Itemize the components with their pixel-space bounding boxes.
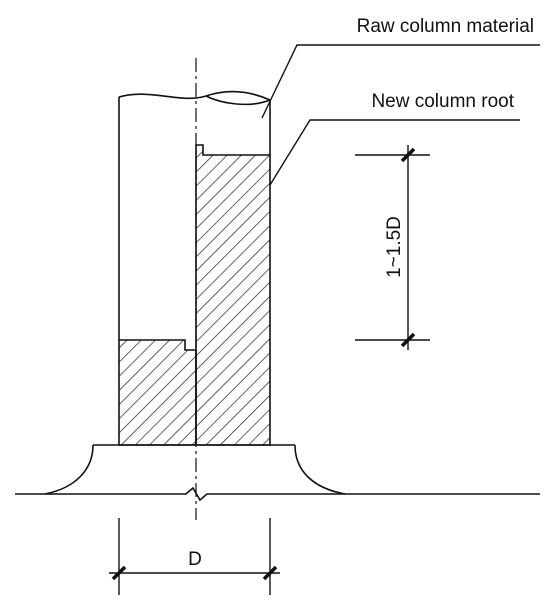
plinth-right-flare [294, 444, 346, 495]
width-dimension-label: D [188, 549, 202, 570]
raw-stub-hatched-block [118, 339, 197, 446]
raw-material-leader [261, 44, 540, 119]
height-dimension-label: 1~1.5D [384, 216, 405, 278]
width-tick-right [262, 565, 278, 581]
new-column-root [195, 144, 271, 446]
height-tick-bottom [400, 332, 416, 348]
ground-surface-line [15, 486, 540, 502]
width-tick-left [111, 565, 127, 581]
callout-leaders [261, 44, 540, 186]
raw-material-label: Raw column material [357, 16, 534, 37]
width-dimension [109, 518, 280, 595]
new-root-leader [269, 119, 520, 186]
plinth-left-flare [44, 444, 94, 495]
height-dimension [355, 145, 430, 350]
column-break-line [118, 90, 271, 101]
remaining-raw-stub [118, 339, 197, 446]
new-root-label: New column root [371, 91, 514, 112]
new-root-hatched-block [195, 144, 271, 446]
raw-column [118, 90, 271, 340]
ground-line [15, 486, 540, 502]
height-tick-top [400, 147, 416, 163]
base-plinth [44, 444, 346, 495]
column-break-line-inner [205, 95, 271, 106]
